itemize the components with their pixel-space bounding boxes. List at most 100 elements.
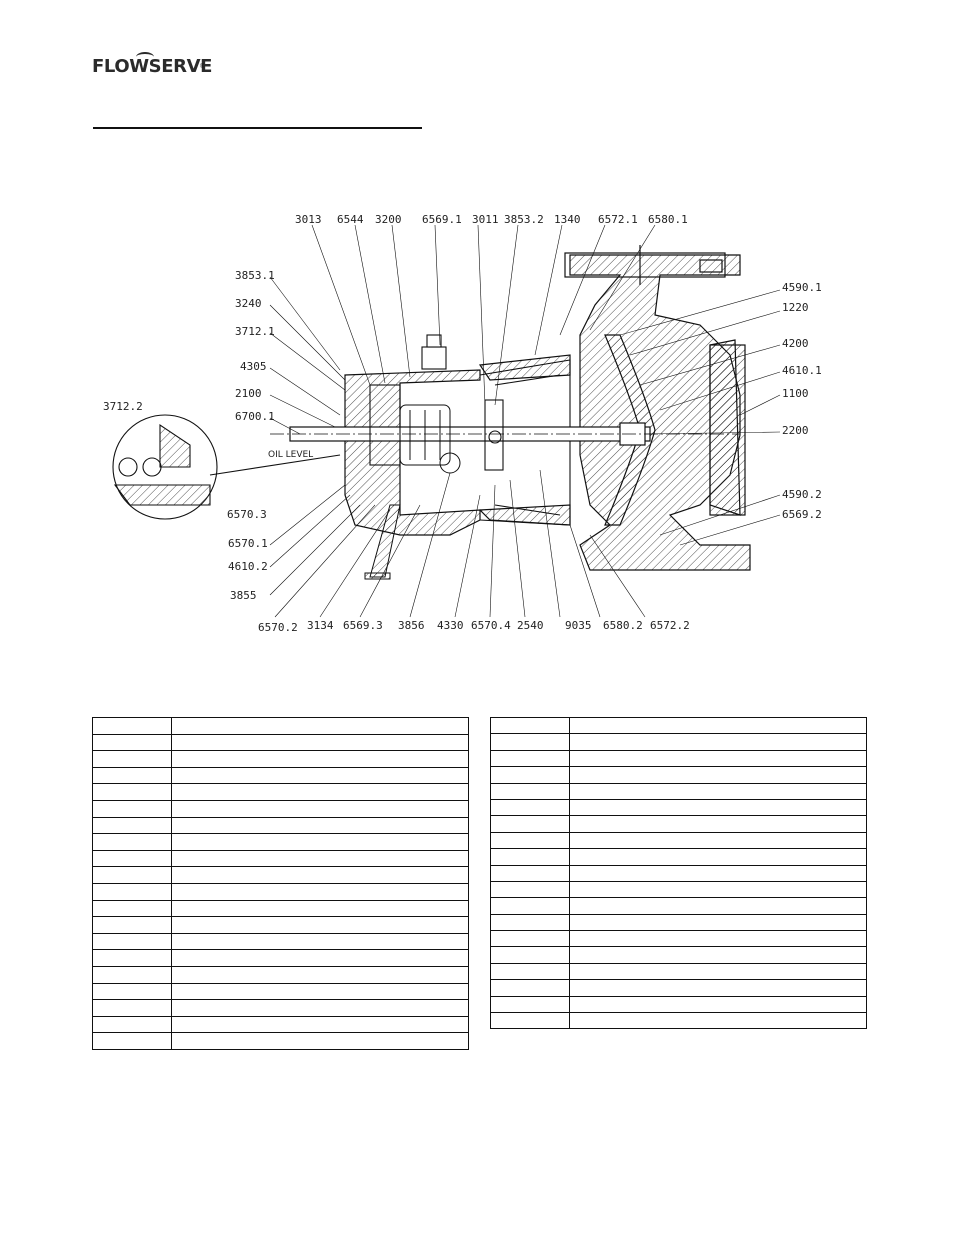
callout-6569-1: 6569.1 (422, 213, 462, 226)
part-number-cell (92, 866, 172, 884)
part-description-cell (171, 750, 469, 768)
callout-6570-1: 6570.1 (228, 537, 268, 550)
part-description-cell (569, 979, 867, 997)
part-description-cell (569, 766, 867, 784)
table-row (92, 717, 469, 735)
callout-6569-2: 6569.2 (782, 508, 822, 521)
part-description-cell (171, 899, 469, 918)
part-number-cell (92, 833, 172, 851)
table-row (490, 897, 867, 915)
table-row (92, 766, 469, 785)
table-row (92, 816, 469, 835)
callout-1100: 1100 (782, 387, 809, 400)
table-row (92, 932, 469, 951)
part-number-cell (92, 916, 172, 934)
part-description-cell (171, 833, 469, 851)
callout-4200: 4200 (782, 337, 809, 350)
callout-9035: 9035 (565, 619, 592, 632)
part-description-cell (171, 799, 469, 818)
part-description-cell (569, 733, 867, 751)
callout-6544: 6544 (337, 213, 364, 226)
part-description-cell (569, 798, 867, 817)
table-row (490, 749, 867, 768)
part-number-cell (490, 733, 570, 751)
callout-6569-3: 6569.3 (343, 619, 383, 632)
oil-filler-cap (421, 334, 447, 370)
callout-4590-1: 4590.1 (782, 281, 822, 294)
callout-3853-2: 3853.2 (504, 213, 544, 226)
callout-1340: 1340 (554, 213, 581, 226)
pump-sectional-drawing: 3013 6544 3200 6569.1 3011 3853.2 1340 6… (103, 213, 822, 634)
part-description-cell (171, 733, 469, 752)
part-number-cell (490, 782, 570, 800)
part-number-cell (490, 1012, 570, 1030)
callout-3134: 3134 (307, 619, 334, 632)
foot-support (364, 504, 401, 580)
part-description-cell (569, 1012, 867, 1030)
part-number-cell (92, 1032, 172, 1050)
callout-6572-2: 6572.2 (650, 619, 690, 632)
part-description-cell (569, 749, 867, 768)
part-description-cell (569, 946, 867, 964)
callout-6570-2: 6570.2 (258, 621, 298, 634)
table-row (490, 716, 867, 735)
part-number-cell (490, 880, 570, 899)
part-description-cell (569, 716, 867, 735)
part-number-cell (490, 864, 570, 882)
part-number-cell (92, 882, 172, 901)
callout-6700-1: 6700.1 (235, 410, 275, 423)
table-row (92, 949, 469, 967)
callout-3856: 3856 (398, 619, 425, 632)
part-description-cell (171, 866, 469, 884)
part-description-cell (171, 816, 469, 835)
logo-registered-mark: ® (200, 64, 205, 70)
callout-6580-2: 6580.2 (603, 619, 643, 632)
callouts-top: 3013 6544 3200 6569.1 3011 3853.2 1340 6… (295, 213, 688, 226)
part-number-cell (92, 932, 172, 951)
part-description-cell (171, 965, 469, 984)
table-row (490, 946, 867, 964)
part-description-cell (569, 880, 867, 899)
callout-4590-2: 4590.2 (782, 488, 822, 501)
table-row (490, 913, 867, 932)
callout-6570-4: 6570.4 (471, 619, 511, 632)
part-description-cell (171, 982, 469, 1001)
part-number-cell (490, 749, 570, 768)
callout-2540: 2540 (517, 619, 544, 632)
part-description-cell (171, 932, 469, 951)
table-row (490, 766, 867, 784)
table-row (92, 916, 469, 934)
table-row (92, 783, 469, 801)
callouts-left: 3853.1 3240 3712.1 4305 2100 6700.1 3712… (103, 269, 275, 602)
logo-swoosh-icon (136, 52, 154, 62)
part-number-cell (92, 999, 172, 1017)
callout-3240: 3240 (235, 297, 262, 310)
suction-flange (709, 344, 746, 516)
table-row (92, 882, 469, 901)
part-description-cell (569, 995, 867, 1014)
part-number-cell (490, 798, 570, 817)
table-row (92, 999, 469, 1017)
table-row (490, 1012, 867, 1030)
callout-3855: 3855 (230, 589, 257, 602)
callout-2200: 2200 (782, 424, 809, 437)
discharge-flange (564, 245, 726, 285)
callout-3013: 3013 (295, 213, 322, 226)
part-number-cell (92, 783, 172, 801)
part-number-cell (490, 946, 570, 964)
table-row (92, 1032, 469, 1050)
callout-4610-1: 4610.1 (782, 364, 822, 377)
callout-3200: 3200 (375, 213, 402, 226)
callout-3712-2: 3712.2 (103, 400, 143, 413)
leader-lines (269, 224, 781, 618)
part-number-cell (92, 965, 172, 984)
part-number-cell (490, 995, 570, 1014)
part-number-cell (490, 831, 570, 850)
table-row (490, 782, 867, 800)
detail-circle (112, 414, 341, 520)
table-row (92, 750, 469, 768)
part-description-cell (171, 783, 469, 801)
callout-4305: 4305 (240, 360, 267, 373)
callouts-right: 4590.1 1220 4200 4610.1 1100 2200 4590.2… (782, 281, 822, 521)
part-number-cell (490, 962, 570, 981)
